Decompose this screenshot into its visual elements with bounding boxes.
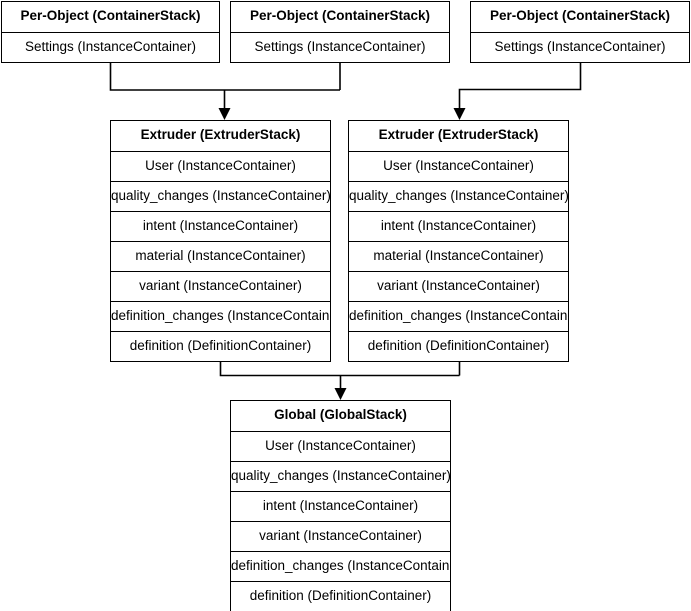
node-row-variant: variant (InstanceContainer) — [349, 271, 568, 301]
node-row-quality-changes: quality_changes (InstanceContainer) — [111, 181, 330, 211]
node-row-definition: definition (DefinitionContainer) — [111, 331, 330, 361]
node-per-object-stack-1[interactable]: Per-Object (ContainerStack) Settings (In… — [1, 1, 220, 63]
node-global-stack[interactable]: Global (GlobalStack) User (InstanceConta… — [230, 400, 451, 611]
node-per-object-stack-3[interactable]: Per-Object (ContainerStack) Settings (In… — [470, 1, 690, 63]
edge-per-object-3-to-extruder-2-path — [458, 60, 582, 112]
node-row-user: User (InstanceContainer) — [231, 431, 450, 461]
arrowhead-extruder-2 — [453, 108, 466, 120]
node-header: Per-Object (ContainerStack) — [489, 8, 671, 23]
node-header: Per-Object (ContainerStack) — [249, 8, 431, 23]
node-row-settings: Settings (InstanceContainer) — [471, 32, 689, 62]
edge-extruder-1-to-global-path — [219, 360, 460, 377]
node-header: Per-Object (ContainerStack) — [20, 8, 201, 23]
node-row-quality-changes: quality_changes (InstanceContainer) — [231, 461, 450, 491]
node-row-quality-changes: quality_changes (InstanceContainer) — [349, 181, 568, 211]
node-row-definition: definition (DefinitionContainer) — [349, 331, 568, 361]
node-header: Extruder (ExtruderStack) — [378, 127, 539, 142]
node-header: Global (GlobalStack) — [274, 407, 407, 422]
node-row-material: material (InstanceContainer) — [111, 241, 330, 271]
node-row-user: User (InstanceContainer) — [111, 151, 330, 181]
node-extruder-stack-1[interactable]: Extruder (ExtruderStack) User (InstanceC… — [110, 120, 331, 362]
edge-per-object-1-to-extruder-1-path — [109, 60, 340, 91]
node-row-intent: intent (InstanceContainer) — [349, 211, 568, 241]
node-row-material: material (InstanceContainer) — [349, 241, 568, 271]
node-row-definition-changes: definition_changes (InstanceContainer) — [349, 301, 568, 331]
node-row-settings: Settings (InstanceContainer) — [231, 32, 449, 62]
node-extruder-stack-2[interactable]: Extruder (ExtruderStack) User (InstanceC… — [348, 120, 569, 362]
node-row-variant: variant (InstanceContainer) — [231, 521, 450, 551]
node-row-variant: variant (InstanceContainer) — [111, 271, 330, 301]
arrowhead-extruder-1 — [218, 108, 231, 120]
node-row-intent: intent (InstanceContainer) — [231, 491, 450, 521]
node-row-settings: Settings (InstanceContainer) — [2, 32, 219, 62]
node-row-user: User (InstanceContainer) — [349, 151, 568, 181]
node-per-object-stack-2[interactable]: Per-Object (ContainerStack) Settings (In… — [230, 1, 450, 63]
node-row-definition-changes: definition_changes (InstanceContainer) — [231, 551, 450, 581]
node-header: Extruder (ExtruderStack) — [140, 127, 301, 142]
arrowhead-global — [334, 388, 347, 400]
node-row-definition-changes: definition_changes (InstanceContainer) — [111, 301, 330, 331]
node-row-intent: intent (InstanceContainer) — [111, 211, 330, 241]
node-row-definition: definition (DefinitionContainer) — [231, 581, 450, 611]
